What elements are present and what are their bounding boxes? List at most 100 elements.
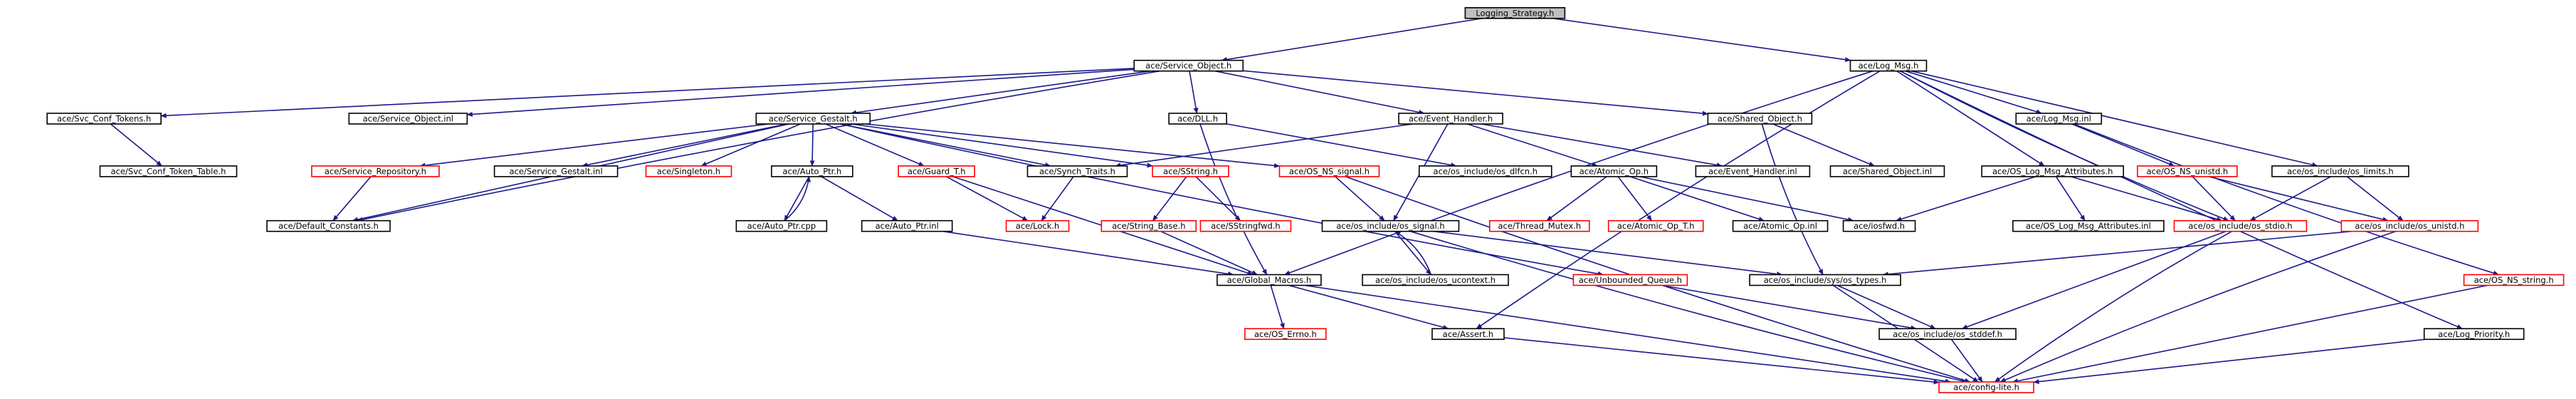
edge-atomic_op-to-atomic_op_inl [1629, 176, 1765, 222]
node-singleton[interactable]: ace/Singleton.h [645, 165, 732, 177]
node-label: ace/Service_Repository.h [325, 166, 426, 176]
edge-os_stdio-to-os_stddef [1962, 230, 2227, 330]
node-atomic-op-inl[interactable]: ace/Atomic_Op.inl [1732, 219, 1829, 232]
edge-auto_ptr_inl-to-global_macros [942, 230, 1234, 276]
node-os-signal[interactable]: ace/os_include/os_signal.h [1321, 219, 1460, 232]
node-os-dlfcn[interactable]: ace/os_include/os_dlfcn.h [1419, 165, 1552, 177]
edge-logging_strategy-to-service_object [1221, 18, 1482, 62]
node-label: ace/Service_Object.h [1145, 61, 1231, 71]
node-service-gestalt-inl[interactable]: ace/Service_Gestalt.inl [493, 165, 619, 177]
node-label: ace/Svc_Conf_Token_Table.h [111, 166, 226, 176]
node-unbounded-queue[interactable]: ace/Unbounded_Queue.h [1572, 274, 1688, 286]
edge-os_stddef-to-config_lite [1950, 338, 1983, 383]
edge-service_gestalt-to-guard_t [825, 123, 925, 167]
node-os-ucontext[interactable]: ace/os_include/os_ucontext.h [1362, 274, 1509, 286]
node-atomic-op[interactable]: ace/Atomic_Op.h [1570, 165, 1658, 177]
node-svc-conf-token-table[interactable]: ace/Svc_Conf_Token_Table.h [99, 165, 238, 177]
node-os-stdio[interactable]: ace/os_include/os_stdio.h [2173, 219, 2308, 232]
node-guard-t[interactable]: ace/Guard_T.h [898, 165, 975, 177]
node-sstringfwd[interactable]: ace/SStringfwd.h [1199, 219, 1292, 232]
edge-log_msg-to-log_msg_inl [1905, 70, 2042, 115]
edge-service_gestalt-to-auto_ptr [809, 123, 815, 167]
edge-auto_ptr-to-auto_ptr_inl [821, 176, 898, 222]
node-shared-object[interactable]: ace/Shared_Object.h [1707, 113, 1813, 125]
node-label: ace/Lock.h [1016, 221, 1060, 231]
node-label: Logging_Strategy.h [1476, 8, 1554, 18]
node-shared-object-inl[interactable]: ace/Shared_Object.inl [1829, 165, 1945, 177]
node-box [1100, 219, 1197, 232]
node-os-ns-unistd[interactable]: ace/OS_NS_unistd.h [2137, 165, 2238, 177]
node-label: ace/Svc_Conf_Tokens.h [57, 114, 151, 124]
node-service-object-inl[interactable]: ace/Service_Object.inl [348, 113, 468, 125]
edge-os_ns_string-to-config_lite [2012, 284, 2488, 384]
node-label: ace/Log_Msg.inl [2026, 114, 2091, 124]
edge-os_limits-to-os_stdio [2249, 176, 2331, 222]
node-assert[interactable]: ace/Assert.h [1431, 328, 1505, 341]
node-string-base[interactable]: ace/String_Base.h [1100, 219, 1197, 232]
node-label: ace/Guard_T.h [908, 166, 966, 176]
node-os-ns-string[interactable]: ace/OS_NS_string.h [2463, 274, 2565, 286]
node-log-priority[interactable]: ace/Log_Priority.h [2423, 328, 2525, 341]
node-os-limits[interactable]: ace/os_include/os_limits.h [2271, 165, 2409, 177]
node-box [1398, 113, 1503, 125]
node-sstring[interactable]: ace/SString.h [1152, 165, 1229, 177]
node-label: ace/Global_Macros.h [1227, 275, 1312, 285]
node-logging-strategy[interactable]: Logging_Strategy.h [1464, 7, 1566, 19]
node-box [1216, 274, 1322, 286]
node-config-lite[interactable]: ace/config-lite.h [1938, 381, 2034, 393]
node-synch-traits[interactable]: ace/Synch_Traits.h [1026, 165, 1128, 177]
node-label: ace/Auto_Ptr.inl [876, 221, 939, 231]
node-svc-conf-tokens[interactable]: ace/Svc_Conf_Tokens.h [46, 113, 162, 125]
node-box [2173, 219, 2308, 232]
node-thread-mutex[interactable]: ace/Thread_Mutex.h [1489, 219, 1590, 232]
node-box [1362, 274, 1509, 286]
node-dll[interactable]: ace/DLL.h [1168, 113, 1227, 125]
node-os-stddef[interactable]: ace/os_include/os_stddef.h [1878, 328, 2017, 341]
node-lock[interactable]: ace/Lock.h [1005, 219, 1070, 232]
node-os-types[interactable]: ace/os_include/sys/os_types.h [1749, 274, 1901, 286]
edge-service_object-to-dll [1189, 71, 1199, 114]
node-label: ace/Service_Gestalt.inl [510, 166, 603, 176]
node-label: ace/DLL.h [1177, 114, 1218, 124]
node-auto-ptr-cpp[interactable]: ace/Auto_Ptr.cpp [735, 219, 828, 232]
node-box [2463, 274, 2565, 286]
node-os-ns-signal[interactable]: ace/OS_NS_signal.h [1278, 165, 1380, 177]
node-service-repository[interactable]: ace/Service_Repository.h [311, 165, 440, 177]
edge-log_msg_inl-to-os_ns_string [2073, 123, 2499, 276]
node-os-log-msg-attributes[interactable]: ace/OS_Log_Msg_Attributes.h [1981, 165, 2124, 177]
node-global-macros[interactable]: ace/Global_Macros.h [1216, 274, 1322, 286]
edge-service_object-to-svc_conf_tokens [160, 68, 1135, 118]
node-box [645, 165, 732, 177]
edge-guard_t-to-lock [946, 176, 1029, 222]
edge-os_signal-to-config_lite [1410, 230, 1967, 383]
dependency-edges [110, 18, 2499, 385]
edge-log_msg-to-log_priority [1900, 70, 2463, 330]
node-box [735, 219, 828, 232]
node-os-errno[interactable]: ace/OS_Errno.h [1244, 328, 1327, 341]
node-event-handler[interactable]: ace/Event_Handler.h [1398, 113, 1503, 125]
node-log-msg-inl[interactable]: ace/Log_Msg.inl [2015, 113, 2103, 125]
node-log-msg[interactable]: ace/Log_Msg.h [1849, 59, 1928, 72]
node-label: ace/os_include/os_limits.h [2287, 166, 2394, 176]
node-box [1572, 274, 1688, 286]
node-auto-ptr-inl[interactable]: ace/Auto_Ptr.inl [861, 219, 953, 232]
node-os-log-msg-attributes-inl[interactable]: ace/OS_Log_Msg_Attributes.inl [2012, 219, 2165, 232]
node-atomic-op-t[interactable]: ace/Atomic_Op_T.h [1607, 219, 1704, 232]
node-service-object[interactable]: ace/Service_Object.h [1133, 59, 1244, 72]
node-label: ace/Auto_Ptr.cpp [747, 221, 816, 231]
node-auto-ptr[interactable]: ace/Auto_Ptr.h [771, 165, 853, 177]
node-iosfwd[interactable]: ace/iosfwd.h [1842, 219, 1916, 232]
node-box [1981, 165, 2124, 177]
node-box [2012, 219, 2165, 232]
edge-service_object-to-default_constants [357, 70, 1160, 222]
node-label: ace/OS_Log_Msg_Attributes.h [1992, 166, 2113, 176]
edge-os_unistd-to-os_types [1882, 230, 2352, 277]
node-default-constants[interactable]: ace/Default_Constants.h [266, 219, 391, 232]
node-service-gestalt[interactable]: ace/Service_Gestalt.h [755, 113, 871, 125]
node-event-handler-inl[interactable]: ace/Event_Handler.inl [1695, 165, 1811, 177]
node-os-unistd[interactable]: ace/os_include/os_unistd.h [2340, 219, 2479, 232]
edge-os_ns_unistd-to-os_unistd [2209, 176, 2389, 222]
node-box [1419, 165, 1552, 177]
node-label: ace/Auto_Ptr.h [782, 166, 841, 176]
edge-string_base-to-global_macros [1160, 230, 1258, 276]
